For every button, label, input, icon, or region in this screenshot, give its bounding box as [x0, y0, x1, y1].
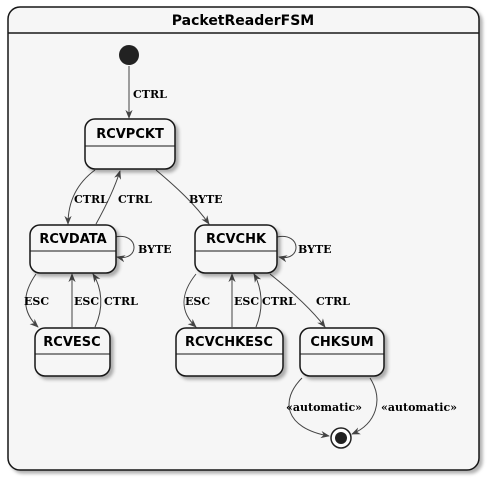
label-rcvchkesc-rcvchk-esc: ESC: [234, 295, 259, 308]
label-rcvchk-self: BYTE: [298, 243, 332, 256]
final-state: [330, 427, 352, 449]
label-start-rcvpckt: CTRL: [133, 88, 167, 101]
state-label-rcvchk: RCVCHK: [206, 232, 267, 247]
state-label-chksum: CHKSUM: [310, 335, 373, 350]
edge-rcvpckt-rcvdata: [64, 169, 96, 225]
diagram-title: PacketReaderFSM: [172, 13, 314, 29]
edge-rcvchk-rcvchkesc: [183, 273, 197, 328]
label-rcvchk-rcvchkesc: ESC: [185, 295, 210, 308]
label-rcvpckt-rcvdata: CTRL: [74, 193, 108, 206]
edge-rcvdata-rcvesc: [25, 273, 39, 328]
label-chksum-end-right: «automatic»: [381, 401, 457, 414]
state-rcvdata: RCVDATA: [29, 224, 117, 274]
state-label-rcvdata: RCVDATA: [39, 232, 106, 247]
state-rcvpckt: RCVPCKT: [84, 118, 176, 170]
label-rcvdata-self: BYTE: [138, 243, 172, 256]
state-rcvesc: RCVESC: [34, 327, 111, 377]
label-rcvesc-rcvdata-ctrl: CTRL: [104, 295, 138, 308]
state-label-rcvpckt: RCVPCKT: [96, 127, 164, 142]
label-chksum-end-left: «automatic»: [286, 401, 362, 414]
label-rcvpckt-rcvchk: BYTE: [189, 193, 223, 206]
state-rcvchk: RCVCHK: [194, 224, 278, 274]
edge-chksum-end-right: [351, 377, 378, 435]
edge-rcvdata-rcvpckt: [95, 170, 121, 225]
transitions: CTRL CTRL CTRL BYTE BYTE BYTE ESC ESC CT…: [24, 66, 457, 439]
edge-rcvpckt-rcvchk: [155, 169, 210, 225]
state-label-rcvchkesc: RCVCHKESC: [185, 335, 273, 350]
state-label-rcvesc: RCVESC: [43, 335, 100, 350]
initial-state: [119, 45, 139, 65]
label-rcvchk-chksum: CTRL: [316, 295, 350, 308]
label-rcvchkesc-rcvchk-ctrl: CTRL: [262, 295, 296, 308]
label-rcvdata-rcvesc: ESC: [24, 295, 49, 308]
label-rcvesc-rcvdata-esc: ESC: [74, 295, 99, 308]
label-rcvdata-rcvpckt: CTRL: [118, 193, 152, 206]
edge-rcvchk-chksum: [269, 273, 326, 328]
edge-rcvchk-self: [276, 236, 297, 263]
state-rcvchkesc: RCVCHKESC: [175, 327, 284, 377]
edge-rcvesc-rcvdata-ctrl: [92, 273, 102, 328]
edge-rcvdata-self: [114, 236, 135, 263]
edge-chksum-end-left: [288, 377, 330, 439]
state-chksum: CHKSUM: [299, 327, 385, 377]
edge-rcvchkesc-rcvchk-ctrl: [253, 273, 262, 328]
